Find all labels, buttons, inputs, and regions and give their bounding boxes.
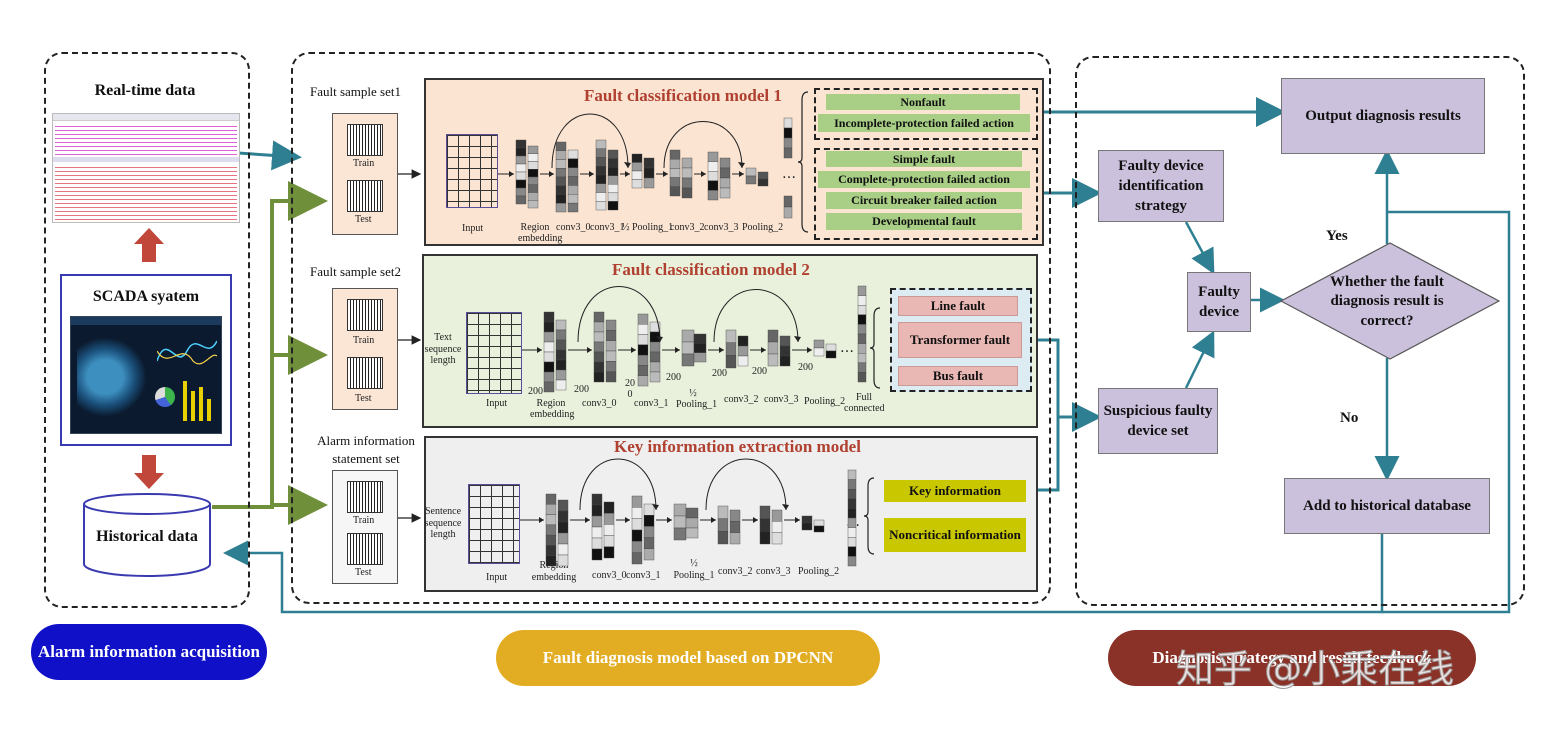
model3-layer-label: Region embedding xyxy=(531,560,577,583)
model2-layer-label: conv3_1 xyxy=(634,398,669,409)
realtime-data-title: Real-time data xyxy=(94,82,196,99)
train-label: Train xyxy=(353,158,375,169)
train-docs-icon xyxy=(347,124,383,156)
model2-layer-label: conv3_3 xyxy=(764,394,799,405)
dpcnn-model-panel xyxy=(291,52,1051,604)
model2-layer-label: Region embedding xyxy=(530,398,575,420)
model1-layer-label: Input xyxy=(462,223,484,234)
add-history-box: Add to historical database xyxy=(1284,478,1490,534)
key-info-model-title: Key information extraction model xyxy=(614,437,861,456)
model1-top-output-group xyxy=(814,88,1038,140)
decision-diamond xyxy=(1280,242,1500,360)
realtime-data-table xyxy=(52,113,240,223)
diagnosis-strategy-panel xyxy=(1075,56,1525,606)
output-bus-fault: Bus fault xyxy=(898,366,1018,386)
scada-system-box: SCADA syatem xyxy=(60,274,232,446)
model2-dim-label: 200 xyxy=(528,386,543,397)
model1-bottom-output-group xyxy=(814,148,1038,240)
model3-layer-label: Pooling_2 xyxy=(798,566,840,577)
output-key-information: Key information xyxy=(884,480,1026,502)
model2-dim-label: 200 xyxy=(712,368,727,379)
suspicious-set-box: Suspicious faulty device set xyxy=(1098,388,1218,454)
train-docs-icon xyxy=(347,299,383,331)
model3-layer-label: conv3_0 xyxy=(592,570,627,581)
train-docs-icon xyxy=(347,481,383,513)
strategy-box: Faulty device identification strategy xyxy=(1098,150,1224,222)
test-label: Test xyxy=(355,567,372,578)
sample-set2-label: Fault sample set2 xyxy=(310,264,401,279)
output-noncritical-information: Noncritical information xyxy=(884,518,1026,552)
fault-model-2-title: Fault classification model 2 xyxy=(612,260,810,279)
model3-input-label: Sentence sequence length xyxy=(424,506,462,540)
output-incomplete-protection: Incomplete-protection failed action xyxy=(818,114,1030,132)
model3-layer-label: ½ Pooling_1 xyxy=(673,558,715,581)
model1-layer-label: conv3_2 xyxy=(670,222,705,233)
output-nonfault: Nonfault xyxy=(826,94,1020,110)
sample-set1-box: Train Test xyxy=(332,113,398,235)
output-line-fault: Line fault xyxy=(898,296,1018,316)
model1-layer-label: conv3_0 xyxy=(556,222,591,233)
dpcnn-pill: Fault diagnosis model based on DPCNN xyxy=(496,630,880,686)
model1-layer-label: conv3_1 xyxy=(590,222,625,233)
model2-layer-label: Full connected xyxy=(844,392,885,414)
model2-layer-label: conv3_2 xyxy=(724,394,759,405)
model2-dim-label: 200 xyxy=(798,362,813,373)
output-developmental: Developmental fault xyxy=(826,213,1022,230)
model3-layer-label: conv3_2 xyxy=(718,566,753,577)
alarm-acquisition-panel xyxy=(44,52,250,608)
output-breaker-failed: Circuit breaker failed action xyxy=(826,192,1022,209)
test-docs-icon xyxy=(347,180,383,212)
model3-layer-label: conv3_3 xyxy=(756,566,791,577)
test-docs-icon xyxy=(347,533,383,565)
model2-layer-label: Pooling_2 xyxy=(804,396,846,407)
model2-dim-label: 200 xyxy=(574,384,589,395)
model2-layer-label: ½ Pooling_1 xyxy=(676,388,718,410)
model2-dim-label: 20 0 xyxy=(625,378,635,400)
historical-data-title: Historical data xyxy=(96,528,198,545)
scada-title: SCADA syatem xyxy=(92,288,200,305)
output-results-box: Output diagnosis results xyxy=(1281,78,1485,154)
alarm-statement-label: Alarm information statement set xyxy=(317,433,415,466)
historical-database-icon xyxy=(83,493,211,577)
model2-dim-label: 200 xyxy=(752,366,767,377)
test-docs-icon xyxy=(347,357,383,389)
sample-set1-label: Fault sample set1 xyxy=(310,84,401,99)
no-label: No xyxy=(1340,410,1359,426)
test-label: Test xyxy=(355,214,372,225)
model3-layer-label: conv3_1 xyxy=(626,570,661,581)
model1-layer-label: Region embedding xyxy=(518,222,563,244)
up-arrow-icon xyxy=(134,228,164,262)
fault-model-1-title: Fault classification model 1 xyxy=(584,86,782,105)
faulty-device-box: Faulty device xyxy=(1187,272,1251,332)
alarm-statement-box: Train Test xyxy=(332,470,398,584)
output-simple-fault: Simple fault xyxy=(826,151,1022,167)
output-transformer-fault: Transformer fault xyxy=(898,322,1022,358)
sample-set2-box: Train Test xyxy=(332,288,398,410)
decision-text: Whether the fault diagnosis result is co… xyxy=(1330,273,1444,329)
train-label: Train xyxy=(353,335,375,346)
model1-input-grid xyxy=(446,134,498,208)
model2-input-label: Text sequence length xyxy=(424,332,462,366)
model1-layer-label: Pooling_2 xyxy=(742,222,784,233)
model3-input-grid xyxy=(468,484,520,564)
model1-layer-label: conv3_3 xyxy=(704,222,739,233)
alarm-acquisition-pill: Alarm information acquisition xyxy=(31,624,267,680)
model2-input-grid xyxy=(466,312,522,394)
model3-layer-label: Input xyxy=(486,572,508,583)
yes-label: Yes xyxy=(1326,228,1348,244)
watermark-text: 知乎 @小乘在线 xyxy=(1175,647,1455,692)
model2-dim-label: 200 xyxy=(666,372,681,383)
model2-layer-label: Input xyxy=(486,398,508,409)
model2-layer-label: conv3_0 xyxy=(582,398,617,409)
train-label: Train xyxy=(353,515,375,526)
model1-layer-label: ½ Pooling_1 xyxy=(622,222,674,233)
down-arrow-icon xyxy=(134,455,164,489)
scada-screen xyxy=(70,316,222,434)
diagnosis-strategy-pill: Diagnosis strategy and result feedback xyxy=(1108,630,1476,686)
output-complete-protection: Complete-protection failed action xyxy=(818,171,1030,188)
test-label: Test xyxy=(355,393,372,404)
